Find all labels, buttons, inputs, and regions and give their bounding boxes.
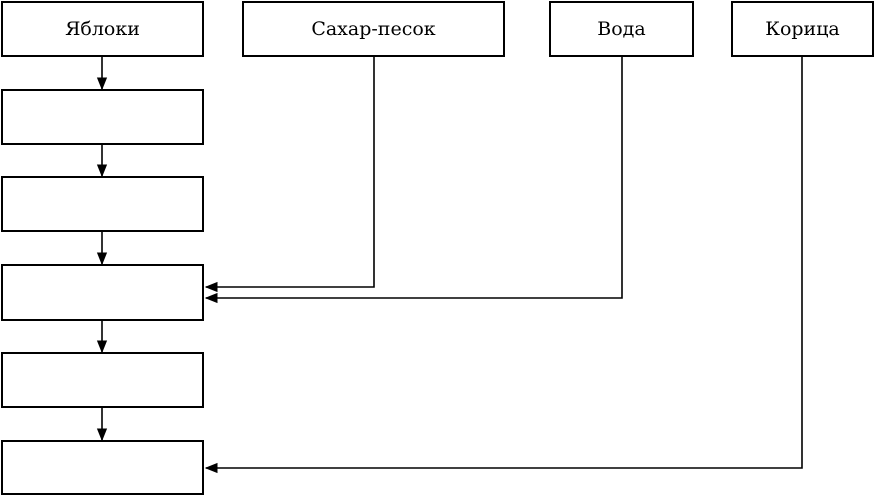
step-box-4 bbox=[1, 352, 204, 408]
step-box-2 bbox=[1, 176, 204, 232]
arrow-sugar-to-step-3 bbox=[204, 57, 375, 293]
ingredient-sugar-box: Сахар-песок bbox=[242, 1, 505, 57]
arrow-cinnamon-to-step-5 bbox=[204, 57, 803, 474]
ingredient-apples-label: Яблоки bbox=[65, 18, 140, 40]
ingredient-water-box: Вода bbox=[549, 1, 694, 57]
step-box-5 bbox=[1, 440, 204, 495]
ingredient-sugar-label: Сахар-песок bbox=[311, 18, 436, 40]
ingredient-water-label: Вода bbox=[597, 18, 646, 40]
ingredient-cinnamon-box: Корица bbox=[731, 1, 874, 57]
ingredient-cinnamon-label: Корица bbox=[765, 18, 840, 40]
step-box-1 bbox=[1, 89, 204, 145]
arrow-water-to-step-3 bbox=[204, 57, 623, 304]
step-box-3 bbox=[1, 264, 204, 321]
ingredient-apples-box: Яблоки bbox=[1, 1, 204, 57]
